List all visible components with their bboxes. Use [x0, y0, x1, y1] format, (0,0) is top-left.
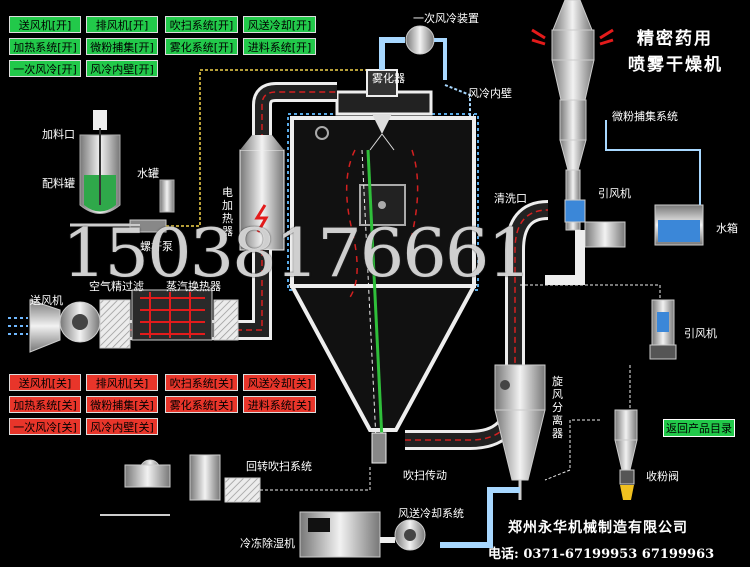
- label-mixing-tank: 配料罐: [42, 177, 75, 190]
- system-on-button[interactable]: 加热系统[开]: [9, 38, 81, 55]
- label-feed-port: 加料口: [42, 128, 75, 141]
- phone-watermark: 15038176661: [62, 214, 532, 292]
- system-off-button[interactable]: 风送冷却[关]: [243, 374, 316, 391]
- system-on-button[interactable]: 风送冷却[开]: [243, 16, 316, 33]
- label-water-tank: 水箱: [716, 222, 738, 235]
- collector-line: [520, 284, 677, 500]
- system-off-button[interactable]: 排风机[关]: [86, 374, 158, 391]
- label-electric-heater: 电加热器: [222, 186, 233, 238]
- title-line-1: 精密药用: [637, 29, 713, 49]
- label-air-cooling-sys: 风送冷却系统: [398, 507, 464, 520]
- label-wall-air-cooling: 风冷内壁: [468, 87, 512, 100]
- system-off-button[interactable]: 一次风冷[关]: [9, 418, 81, 435]
- system-off-button[interactable]: 进料系统[关]: [243, 396, 316, 413]
- label-micro-powder: 微粉捕集系统: [612, 110, 678, 123]
- label-water-tank-small: 水罐: [137, 167, 159, 180]
- system-on-button[interactable]: 微粉捕集[开]: [86, 38, 158, 55]
- system-on-button[interactable]: 进料系统[开]: [243, 38, 316, 55]
- label-air-filter: 空气精过滤: [89, 280, 144, 293]
- system-off-button[interactable]: 微粉捕集[关]: [86, 396, 158, 413]
- label-cold-dehumid: 冷冻除湿机: [240, 537, 295, 550]
- inlet-air-section: [8, 289, 239, 353]
- cooling-air-line: [299, 487, 520, 558]
- company-phone: 电话: 0371-67199953 67199963: [488, 547, 715, 562]
- label-atomizer: 雾化器: [372, 72, 405, 85]
- label-induced-fan-top: 引风机: [598, 187, 631, 200]
- rotary-purge-section: [100, 454, 371, 516]
- system-off-button[interactable]: 送风机[关]: [9, 374, 81, 391]
- system-on-button[interactable]: 送风机[开]: [9, 16, 81, 33]
- system-off-button[interactable]: 吹扫系统[关]: [165, 374, 238, 391]
- label-blower: 送风机: [30, 294, 63, 307]
- feed-tank: [70, 69, 366, 233]
- system-off-button[interactable]: 雾化系统[关]: [165, 396, 238, 413]
- system-on-button[interactable]: 一次风冷[开]: [9, 60, 81, 77]
- label-steam-exchanger: 蒸汽换热器: [166, 280, 221, 293]
- label-cleaning-port: 清洗口: [494, 192, 527, 205]
- return-to-catalog-button[interactable]: 返回产品目录: [663, 419, 735, 437]
- primary-air-cooler: [379, 25, 474, 116]
- label-induced-fan-right: 引风机: [684, 327, 717, 340]
- label-collect-valve: 收粉阀: [646, 470, 679, 483]
- system-off-button[interactable]: 风冷内壁[关]: [86, 418, 158, 435]
- label-rotary-purge: 回转吹扫系统: [246, 460, 312, 473]
- label-primary-air-cooling: 一次风冷装置: [413, 12, 479, 25]
- drying-chamber: [287, 69, 479, 464]
- label-cyclone: 旋风分离器: [552, 375, 563, 440]
- title-line-2: 喷雾干燥机: [628, 55, 723, 75]
- system-off-button[interactable]: 加热系统[关]: [9, 396, 81, 413]
- label-screw-pump: 螺杆泵: [140, 240, 173, 253]
- label-purge-drive: 吹扫传动: [403, 469, 447, 482]
- exhaust-duct: [405, 200, 549, 500]
- system-on-button[interactable]: 风冷内壁[开]: [86, 60, 158, 77]
- system-on-button[interactable]: 雾化系统[开]: [165, 38, 238, 55]
- micro-powder-system: [531, 0, 704, 285]
- system-on-button[interactable]: 排风机[开]: [86, 16, 158, 33]
- company-name: 郑州永华机械制造有限公司: [508, 520, 688, 536]
- system-on-button[interactable]: 吹扫系统[开]: [165, 16, 238, 33]
